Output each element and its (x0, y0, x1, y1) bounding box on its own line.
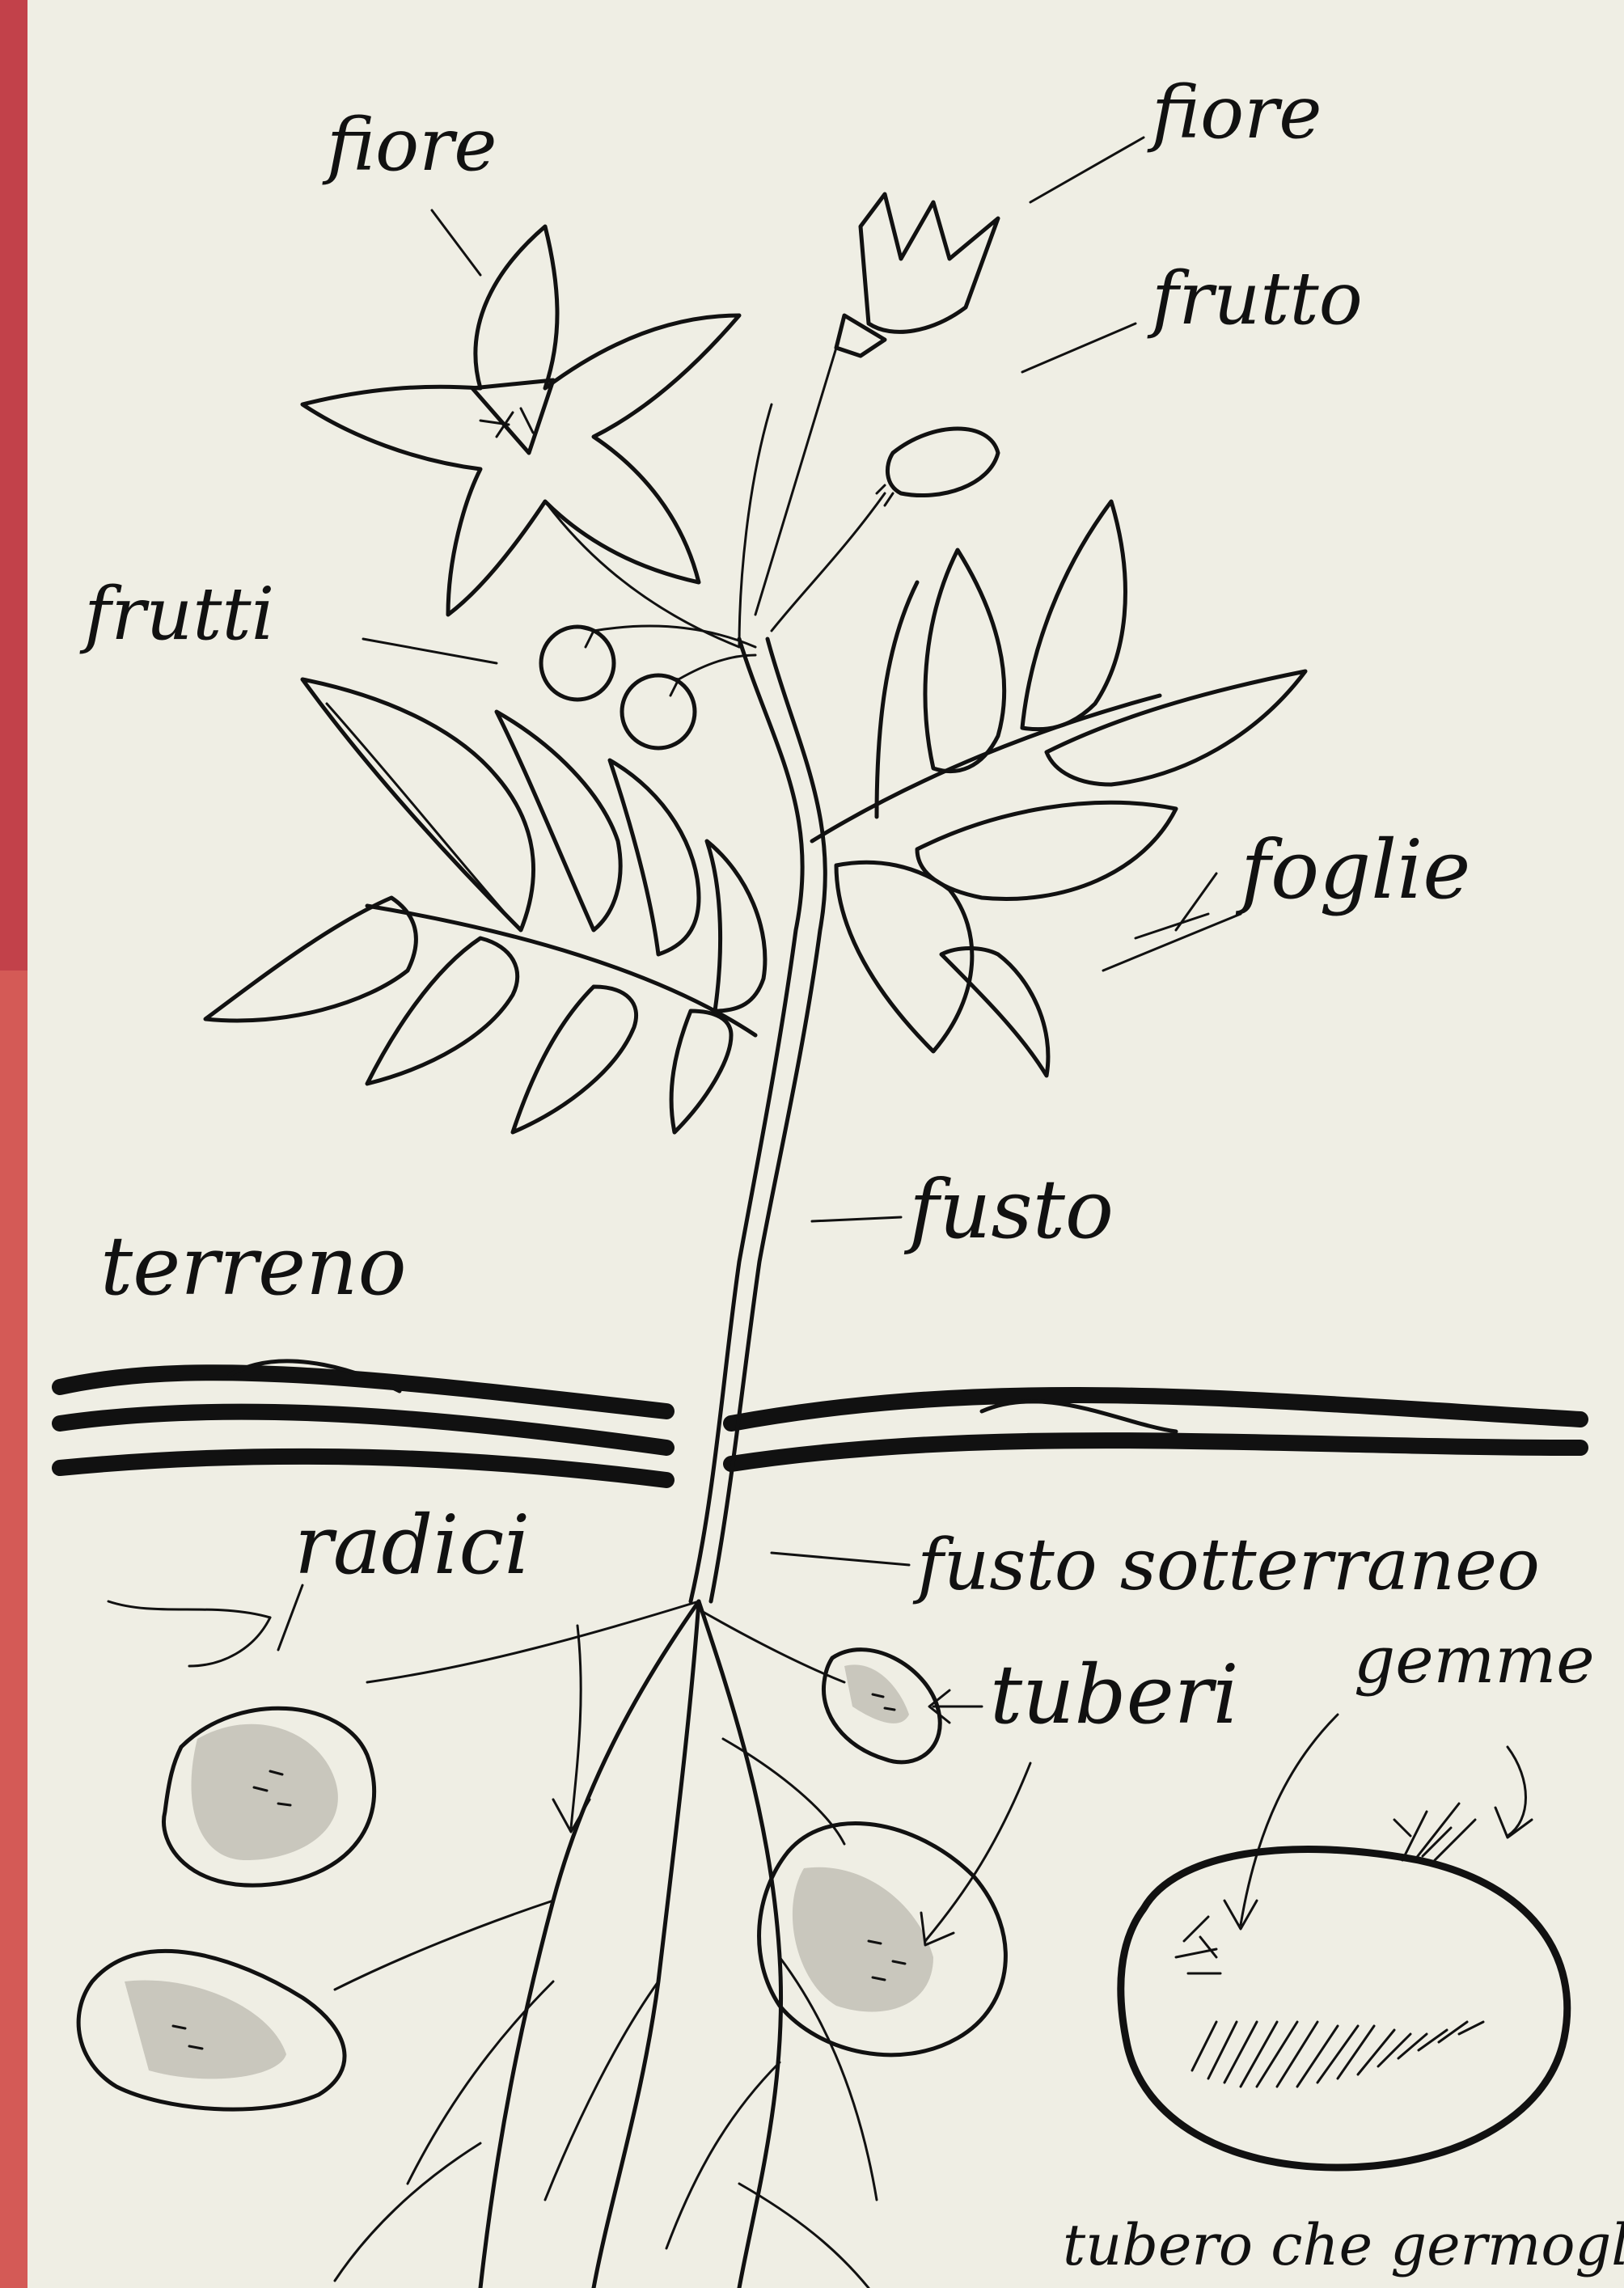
label-flower-right: fiore (1147, 70, 1322, 155)
flower-left (302, 226, 739, 615)
leaves-left (205, 679, 765, 1132)
tubers (78, 1650, 1030, 2109)
bud-sprout-top (1394, 1804, 1475, 1860)
soil-layer (60, 1361, 1580, 1480)
label-sprouting-tuber: tubero che germoglia (1063, 2212, 1624, 2278)
label-fruits: frutti (79, 572, 274, 657)
label-soil: terreno (100, 1219, 407, 1313)
label-leaves: foglie (1235, 823, 1470, 917)
label-flower-left: fiore (322, 103, 497, 188)
tuber-hatching (1192, 2022, 1483, 2087)
roots (108, 1601, 877, 2288)
potato-plant-diagram: fiore fiore frutto frutti foglie fusto t… (27, 0, 1624, 2288)
label-stem: fusto (903, 1162, 1114, 1257)
bud-sprout-left (1176, 1917, 1220, 1973)
red-margin-strip-top (0, 0, 27, 971)
label-buds: gemme (1354, 1622, 1595, 1698)
label-tubers: tuberi (990, 1647, 1239, 1742)
sprouting-tuber (1121, 1715, 1567, 2167)
flower-right (755, 194, 998, 615)
label-fruit-single: frutto (1147, 256, 1363, 341)
leaves-right (812, 501, 1305, 1076)
tuber-small-right (823, 1650, 940, 1762)
label-roots: radici (294, 1498, 530, 1592)
tuber-left-lower (78, 1951, 345, 2109)
label-underground-stem: fusto sotterraneo (912, 1523, 1540, 1606)
tuber-center (759, 1823, 1006, 2054)
tuber-left-upper (164, 1708, 374, 1885)
fruit-single (772, 429, 998, 631)
fruits-pair (541, 626, 755, 748)
